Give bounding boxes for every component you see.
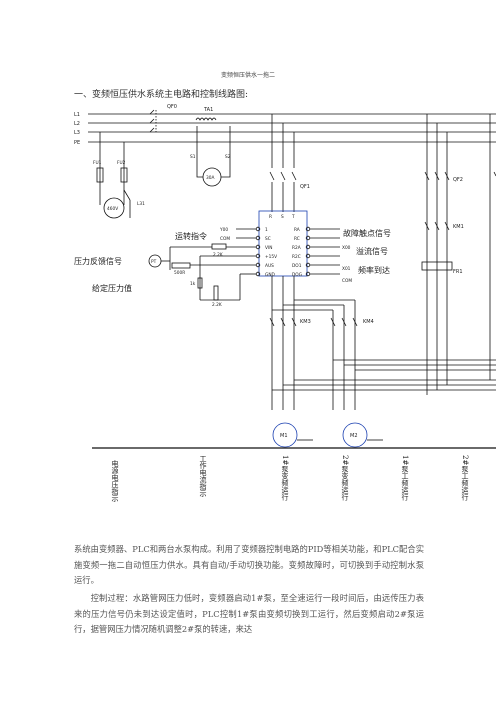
inv-right-r2c: R2C: [292, 254, 301, 260]
bottom-label-pump2-line: 2#泵工频运行: [461, 455, 469, 501]
inv-right-rc: RC: [294, 236, 300, 242]
fuses: [96, 132, 128, 205]
fu1-label: FU1: [93, 160, 102, 166]
inv-left-gnd: GND: [265, 272, 276, 278]
paragraph-control: 控制过程：水路管网压力低时，变频器启动1#泵，至全速运行一段时间后，由远传压力表…: [74, 593, 424, 634]
power-bus: [88, 113, 496, 143]
line-label-l3: L3: [74, 130, 80, 136]
section-title: 一、变频恒压供水系统主电路和控制线路图:: [74, 90, 249, 100]
res-1k-label: 1k: [190, 281, 196, 287]
y00-label: Y00: [219, 227, 228, 233]
overflow-signal-label: 溢流信号: [356, 246, 388, 256]
paragraph-system: 系统由变频器、PLC和两台水泵构成。利用了变频器控制电路的PID等相关功能，和P…: [74, 544, 424, 585]
page-header: 变频恒压供水一拖二: [220, 72, 275, 79]
fr1-relay: [421, 261, 453, 271]
qf1-label: QF1: [300, 184, 310, 190]
ammeter-label: 30A: [206, 175, 214, 181]
fault-signal-label: 故障触点信号: [343, 228, 391, 238]
inv-right-ra: RA: [294, 227, 300, 233]
m1-label: M1: [280, 433, 288, 439]
res-2k-top-label: 2.2K: [213, 252, 223, 258]
ta1-transformer: [195, 117, 231, 160]
run-command-label: 运转指令: [175, 231, 207, 241]
bottom-labels: 电源电压指示 工作电流指示 1#泵变频运行 2#泵变频运行 1#泵工频运行 2#…: [111, 455, 469, 502]
res-2k-bottom: [213, 285, 219, 301]
bottom-label-power: 电源电压指示: [111, 459, 119, 502]
voltmeter-label: 460V: [107, 206, 118, 212]
inv-right-r2a: R2A: [292, 245, 301, 251]
res-2k-top: [211, 243, 227, 250]
line-label-l2: L2: [74, 121, 80, 127]
set-pressure-label: 给定压力值: [92, 283, 132, 293]
bottom-label-pump1-inv: 1#泵变频运行: [281, 455, 289, 501]
line-label-l1: L1: [74, 112, 80, 118]
com-left-label: COM: [220, 236, 230, 242]
km1-contactor: [424, 221, 450, 231]
motor-m2: [342, 422, 368, 448]
inverter-right-terminals: [305, 226, 311, 277]
motor-m1: [272, 422, 298, 448]
m2-label: M2: [350, 433, 358, 439]
inv-top-t: T: [291, 214, 295, 220]
res-1k: [197, 277, 203, 289]
x00-label: X00: [342, 245, 351, 251]
inv-left-15v: +15V: [265, 254, 277, 260]
qf0-breaker: [149, 109, 157, 133]
pressure-feedback-label: 压力反馈信号: [74, 256, 122, 266]
km4-contactor: [330, 317, 358, 327]
km3-contactor: [269, 317, 297, 327]
fr1-label: FR1: [453, 269, 463, 275]
res-500r: [171, 262, 191, 269]
qf2-breaker: [424, 171, 450, 181]
inv-top-r: R: [269, 214, 272, 220]
pt-label: PT: [151, 259, 157, 265]
bottom-label-current: 工作电流指示: [199, 455, 207, 497]
qf1-breaker: [269, 114, 297, 212]
line-label-pe: PE: [74, 140, 80, 146]
com-right-label: COM: [342, 278, 352, 284]
inv-top-s: S: [281, 214, 284, 220]
km4-label: KM4: [363, 319, 374, 325]
km3-label: KM3: [300, 319, 311, 325]
res-2k-bottom-label: 2.2K: [212, 302, 222, 308]
km1-label: KM1: [453, 224, 464, 230]
s1-label: S1: [190, 154, 196, 160]
qf2-label: QF2: [453, 177, 463, 183]
s2-label: S2: [225, 154, 231, 160]
inv-left-sc: SC: [265, 236, 271, 242]
res-500r-label: 500R: [174, 270, 185, 276]
ta1-label: TA1: [203, 107, 213, 113]
inv-left-aus: AUS: [265, 263, 274, 269]
freq-reached-label: 频率到达: [358, 265, 390, 275]
fu2-label: FU2: [117, 160, 126, 166]
bottom-label-pump1-line: 1#泵工频运行: [401, 455, 409, 501]
inv-left-vin: VIN: [265, 245, 272, 251]
lamp-label: L31: [137, 201, 145, 207]
voltmeter: [103, 197, 125, 219]
x01-label: X01: [342, 266, 351, 272]
bottom-label-pump2-inv: 2#泵变频运行: [341, 455, 349, 501]
inv-right-do1: DO1: [292, 263, 302, 269]
qf0-label: QF0: [167, 104, 177, 110]
inv-right-dog: DOG: [292, 272, 302, 278]
inv-left-1: 1: [265, 227, 268, 233]
inverter-left-terminals: [255, 226, 261, 277]
